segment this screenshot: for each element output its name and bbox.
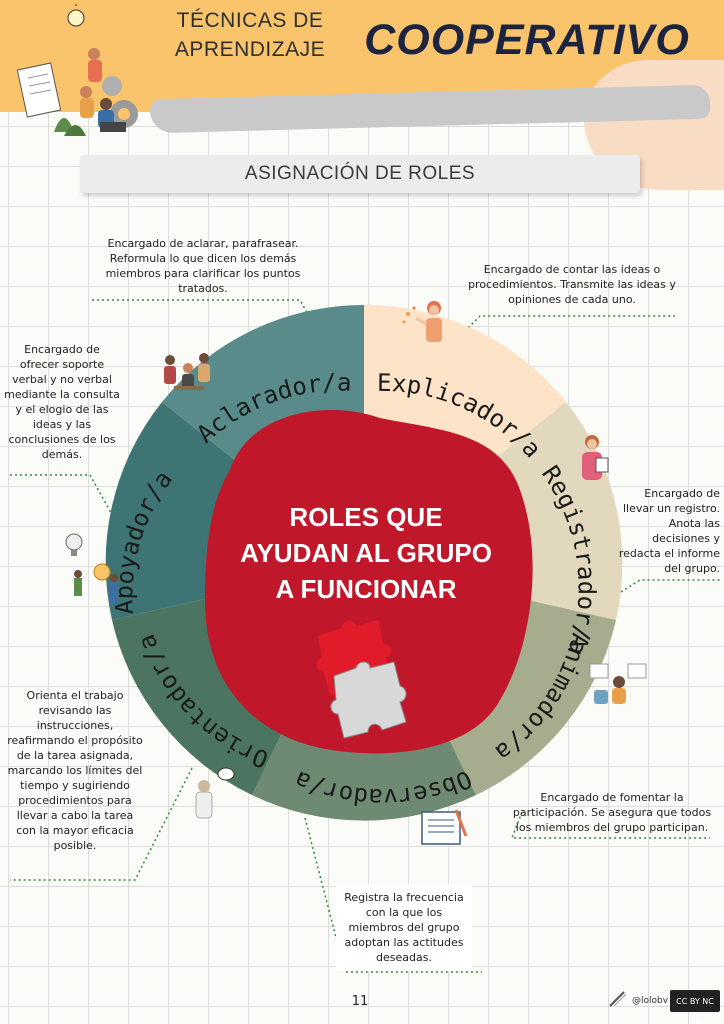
presenter-woman-icon [402, 301, 442, 342]
description-animador: Encargado de fomentar la participación. … [512, 791, 712, 834]
center-title-line2: AYUDAN AL GRUPO [240, 538, 492, 568]
group-encouragement-icon [589, 663, 647, 704]
description-explicador: Encargado de contar las ideas o procedim… [468, 263, 676, 306]
page-number: 11 [351, 994, 369, 1009]
header-title: COOPERATIVO [364, 16, 690, 64]
description-observador: Registra la frecuencia con la que los mi… [336, 884, 472, 971]
header-subtitle: TÉCNICAS DE APRENDIZAJE [174, 9, 326, 61]
description-orientador: Orienta el trabajo revisando las instruc… [7, 689, 143, 852]
lightbulb-support-icon [65, 533, 118, 604]
description-apoyador: Encargado de ofrecer soporte verbal y no… [4, 343, 120, 461]
cc-license-badge: CC BY NC SA [670, 990, 720, 1024]
meeting-people-icon [164, 353, 210, 390]
center-blob [205, 409, 533, 754]
puzzle-icon [316, 620, 407, 739]
section-title: ASIGNACIÓN DE ROLES [244, 163, 476, 184]
description-aclarador: Encargado de aclarar, parafrasear. Refor… [105, 237, 301, 295]
center-title-line3: A FUNCIONAR [275, 574, 456, 604]
author-handle: @lolobv [632, 996, 669, 1006]
guide-speech-icon [195, 767, 235, 819]
team-illustration-icon [16, 4, 138, 136]
pen-icon [609, 991, 627, 1007]
clipboard-checklist-icon [421, 809, 468, 845]
center-title-line1: ROLES QUE [289, 502, 442, 532]
notetaker-icon [582, 435, 609, 480]
section-banner: ASIGNACIÓN DE ROLES [80, 155, 640, 193]
description-registrador: Encargado de llevar un registro. Anota l… [618, 487, 720, 575]
